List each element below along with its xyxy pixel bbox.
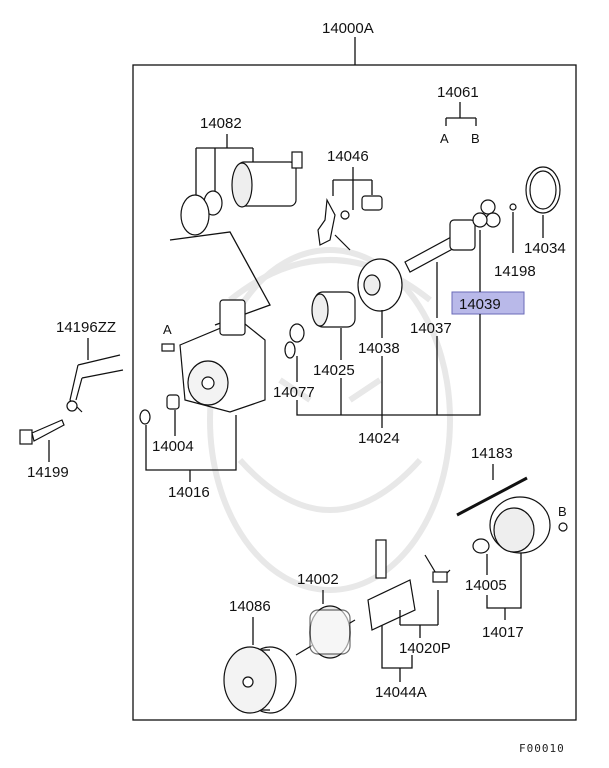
label-14044a[interactable]: 14044A xyxy=(375,684,427,701)
clutch-part xyxy=(311,291,356,328)
label-14077[interactable]: 14077 xyxy=(273,384,315,401)
label-14002[interactable]: 14002 xyxy=(297,571,339,588)
footer-code: F00010 xyxy=(519,742,565,755)
label-14039[interactable]: 14039 xyxy=(459,296,501,313)
label-14017[interactable]: 14017 xyxy=(482,624,524,641)
watermark-logo xyxy=(207,247,453,593)
label-14183[interactable]: 14183 xyxy=(471,445,513,462)
solenoid-part xyxy=(180,151,303,236)
label-14061-b: B xyxy=(471,131,480,146)
snap-ring-part xyxy=(525,166,561,214)
label-14025[interactable]: 14025 xyxy=(313,362,355,379)
highlight-14039 xyxy=(451,291,525,315)
brush-holder-part xyxy=(367,539,451,631)
label-14046[interactable]: 14046 xyxy=(327,148,369,165)
rear-cover-part xyxy=(489,496,551,554)
label-14086[interactable]: 14086 xyxy=(229,598,271,615)
label-mark-a: A xyxy=(163,322,172,337)
bracket-part xyxy=(66,354,124,413)
label-14061[interactable]: 14061 xyxy=(437,84,479,101)
through-bolt-part xyxy=(456,476,528,517)
label-14037[interactable]: 14037 xyxy=(410,320,452,337)
label-14196zz[interactable]: 14196ZZ xyxy=(56,319,116,336)
label-14024[interactable]: 14024 xyxy=(358,430,400,447)
yoke-part xyxy=(223,646,297,714)
armature-part xyxy=(295,605,356,659)
label-14016[interactable]: 14016 xyxy=(168,484,210,501)
bolt-part xyxy=(19,419,65,445)
label-14082[interactable]: 14082 xyxy=(200,115,242,132)
label-14198[interactable]: 14198 xyxy=(494,263,536,280)
label-14199[interactable]: 14199 xyxy=(27,464,69,481)
label-14034[interactable]: 14034 xyxy=(524,240,566,257)
lever-part xyxy=(317,195,383,251)
gear-housing-part xyxy=(357,258,403,312)
shaft-gear-part xyxy=(404,199,501,273)
label-14061-a: A xyxy=(440,131,449,146)
label-14005[interactable]: 14005 xyxy=(465,577,507,594)
front-housing-part xyxy=(139,299,266,425)
label-mark-b: B xyxy=(558,504,567,519)
label-14020p[interactable]: 14020P xyxy=(399,640,451,657)
label-14038[interactable]: 14038 xyxy=(358,340,400,357)
label-14000A[interactable]: 14000A xyxy=(322,20,374,37)
label-14004[interactable]: 14004 xyxy=(152,438,194,455)
